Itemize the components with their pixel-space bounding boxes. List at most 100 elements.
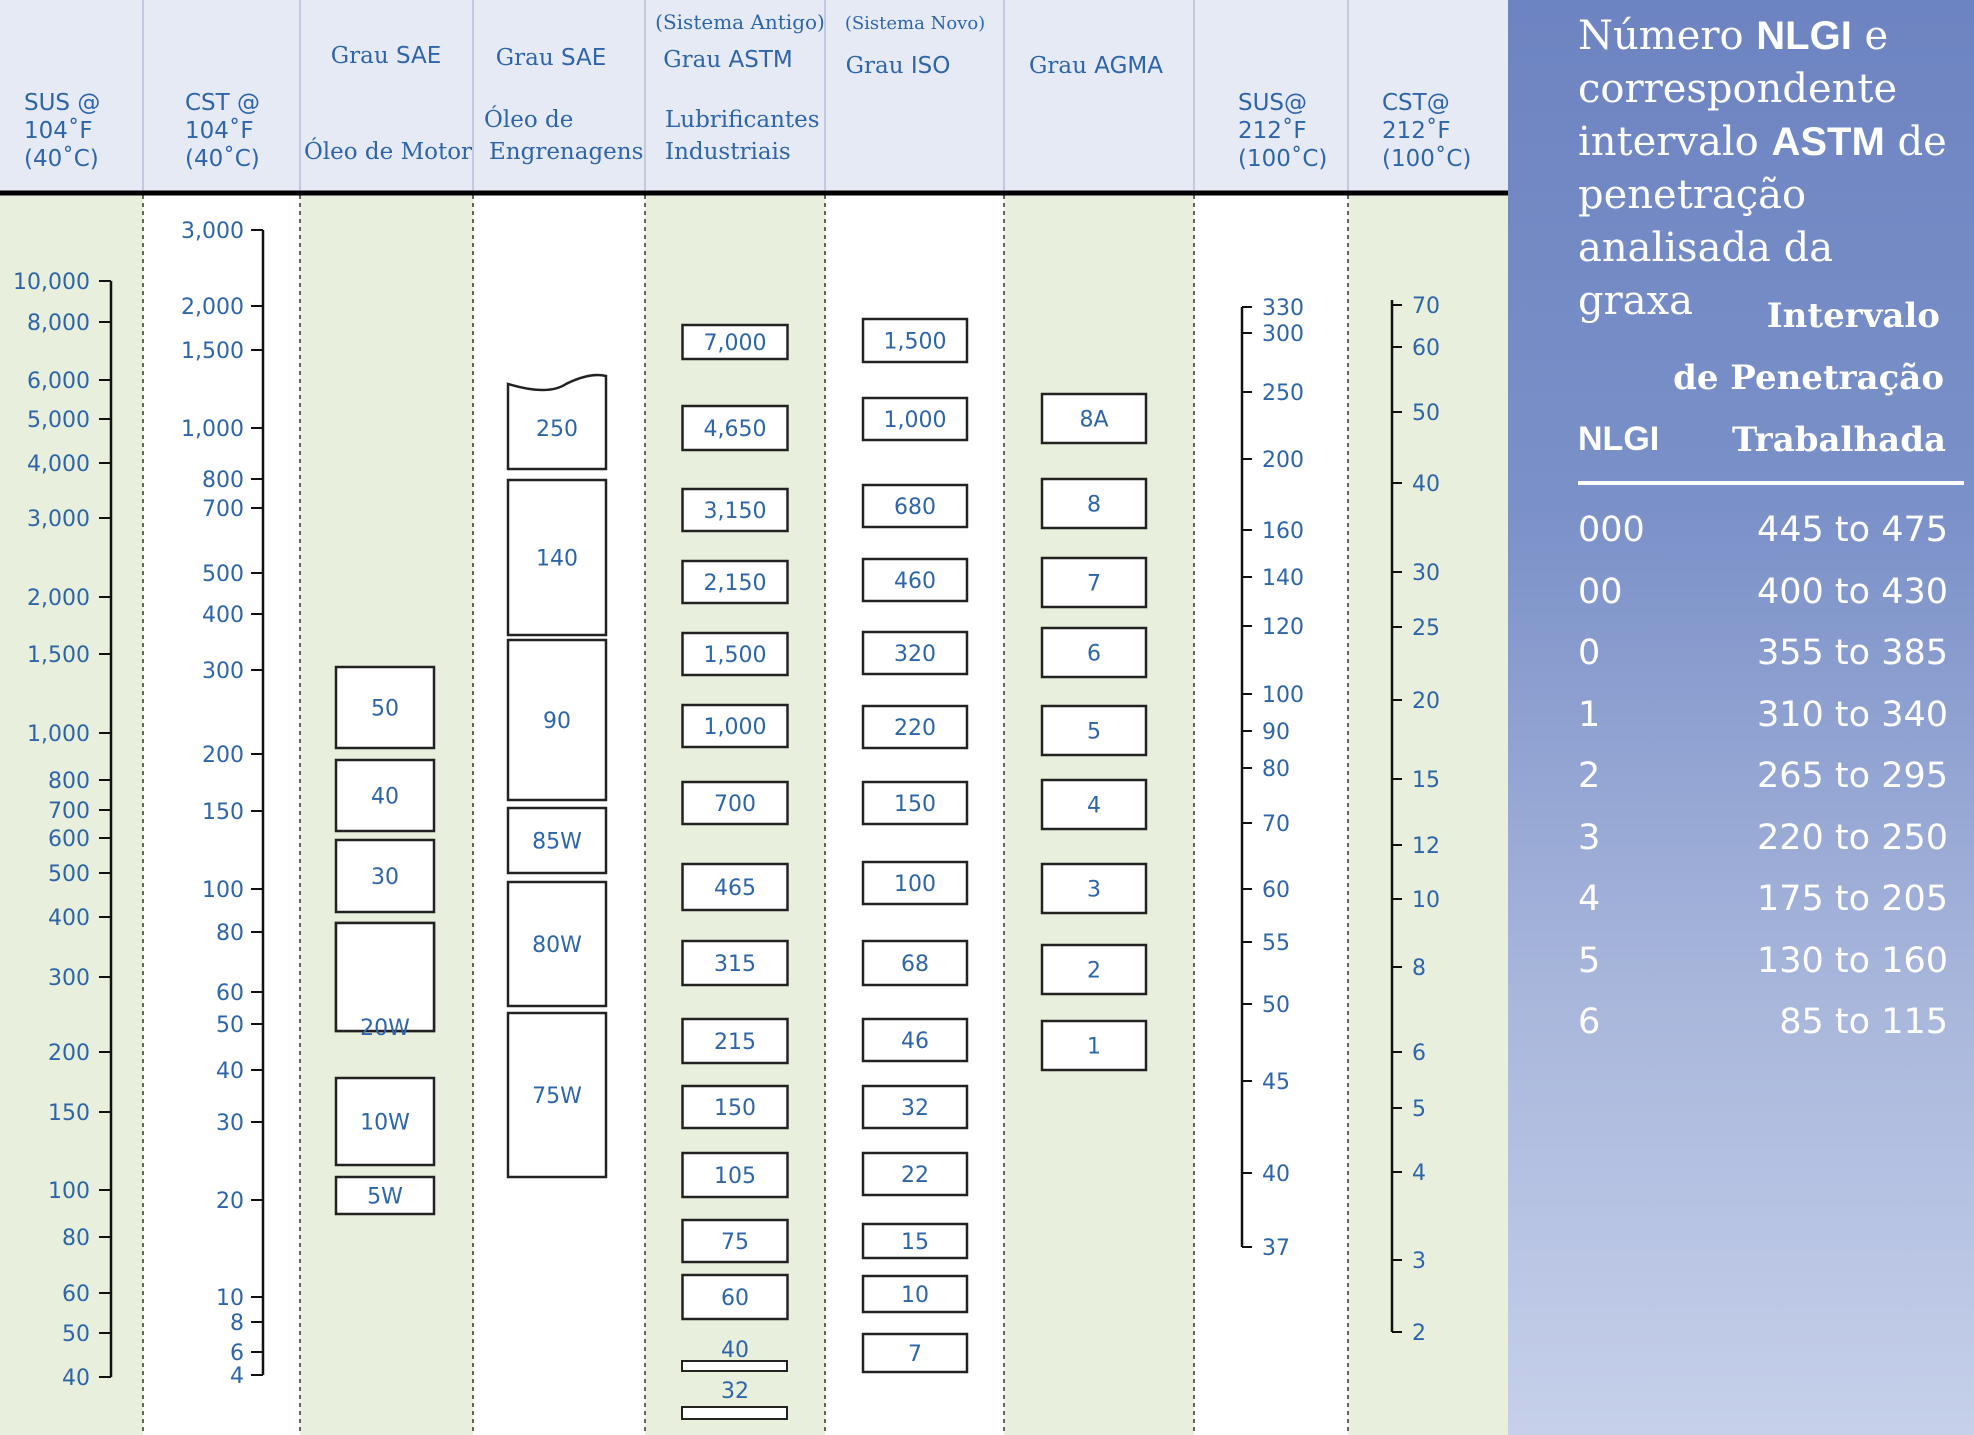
cst104-axis-tick-label: 300 bbox=[202, 659, 244, 684]
sae-gear-box bbox=[506, 880, 608, 1008]
sus212-axis-tick-label: 55 bbox=[1262, 931, 1290, 956]
iso-box-label: 1,000 bbox=[884, 408, 947, 433]
astm-box-label: 2,150 bbox=[704, 571, 767, 596]
iso-box bbox=[861, 317, 969, 364]
nlgi-grade: 00 bbox=[1578, 571, 1623, 612]
cst104-axis-tick-label: 8 bbox=[230, 1311, 244, 1336]
sus212-axis-tick-label: 100 bbox=[1262, 683, 1304, 708]
sus104-axis-tick-label: 3,000 bbox=[27, 507, 90, 532]
agma-box-label: 8 bbox=[1087, 493, 1101, 518]
sae-gear-box-label: 85W bbox=[532, 830, 582, 855]
agma-box bbox=[1040, 477, 1148, 530]
astm-box-label: 700 bbox=[714, 792, 756, 817]
iso-box bbox=[861, 396, 969, 442]
column-band bbox=[1348, 195, 1508, 1435]
sae-motor-box bbox=[334, 758, 436, 833]
sus104-axis-tick-label: 1,000 bbox=[27, 722, 90, 747]
iso-header: Grau ISO bbox=[846, 53, 951, 79]
iso-box bbox=[861, 1084, 969, 1130]
agma-box bbox=[1040, 778, 1148, 831]
cst212-axis-tick-label: 5 bbox=[1412, 1097, 1426, 1122]
agma-box bbox=[1040, 704, 1148, 757]
sus104-axis-tick-label: 600 bbox=[48, 827, 90, 852]
sae-motor-box bbox=[334, 1175, 436, 1216]
sae-gear-subheader: Óleo de bbox=[484, 106, 573, 133]
sae-motor-box bbox=[334, 665, 436, 750]
agma-box-label: 2 bbox=[1087, 959, 1101, 984]
astm-box-label: 315 bbox=[714, 952, 756, 977]
cst104-axis-tick-label: 50 bbox=[216, 1013, 244, 1038]
astm-box-label: 40 bbox=[721, 1338, 749, 1363]
cst104-axis-tick-label: 80 bbox=[216, 921, 244, 946]
sus212-axis-tick-label: 200 bbox=[1262, 448, 1304, 473]
agma-box bbox=[1040, 862, 1148, 915]
nlgi-penetration-range: 220 to 250 bbox=[1757, 817, 1948, 858]
iso-box-label: 68 bbox=[901, 952, 929, 977]
nlgi-grade: 1 bbox=[1578, 694, 1601, 735]
sus104-axis-tick-label: 300 bbox=[48, 966, 90, 991]
sus212-axis-tick-label: 140 bbox=[1262, 566, 1304, 591]
column-band bbox=[143, 195, 300, 1435]
sae-gear-box-label: 90 bbox=[543, 709, 571, 734]
nlgi-penetration-range: 445 to 475 bbox=[1757, 510, 1948, 550]
agma-box-label: 4 bbox=[1087, 794, 1101, 819]
iso-box bbox=[861, 1222, 969, 1260]
header-band bbox=[0, 0, 1508, 193]
astm-header: Grau ASTM bbox=[663, 47, 792, 73]
nlgi-title-part: Número bbox=[1578, 13, 1757, 59]
sus104-axis-tick-label: 80 bbox=[62, 1226, 90, 1251]
iso-box bbox=[861, 1151, 969, 1197]
nlgi-grade: 4 bbox=[1578, 879, 1601, 919]
sae-motor-box-label: 5W bbox=[367, 1185, 403, 1210]
iso-box bbox=[861, 630, 969, 676]
iso-box-label: 150 bbox=[894, 792, 936, 817]
column-band bbox=[1194, 195, 1348, 1435]
sae-motor-box-label: 50 bbox=[371, 697, 399, 722]
column-header-line: (100˚C) bbox=[1382, 145, 1471, 172]
nlgi-title-part: ASTM bbox=[1771, 120, 1885, 164]
chart-svg: SUS @104˚F(40˚C)CST @104˚F(40˚C)SUS@212˚… bbox=[0, 0, 1508, 1435]
sae-motor-box-label: 30 bbox=[371, 865, 399, 890]
column-header-line: (40˚C) bbox=[185, 145, 260, 172]
iso-box-label: 22 bbox=[901, 1163, 929, 1188]
nlgi-header-penetration: de Penetração bbox=[1673, 358, 1944, 398]
sae-motor-box-label: 40 bbox=[371, 785, 399, 810]
astm-box bbox=[681, 404, 789, 452]
sae-gear-box bbox=[506, 373, 608, 471]
astm-box bbox=[681, 780, 789, 826]
iso-box-label: 7 bbox=[908, 1342, 922, 1367]
sae-motor-box-label: 20W bbox=[360, 1016, 410, 1041]
astm-box bbox=[681, 323, 789, 361]
cst212-axis-tick-label: 40 bbox=[1412, 472, 1440, 497]
iso-box bbox=[861, 704, 969, 750]
sus212-axis-tick-label: 50 bbox=[1262, 993, 1290, 1018]
column-header-line: SUS @ bbox=[24, 90, 100, 116]
agma-box-label: 7 bbox=[1087, 572, 1101, 597]
astm-box bbox=[681, 559, 789, 605]
astm-box-label: 465 bbox=[714, 876, 756, 901]
astm-box bbox=[681, 1084, 789, 1130]
astm-box-label: 105 bbox=[714, 1164, 756, 1189]
sus104-axis-tick-label: 50 bbox=[62, 1322, 90, 1347]
iso-box bbox=[861, 1274, 969, 1314]
sae-motor-box bbox=[334, 838, 436, 914]
iso-box bbox=[861, 860, 969, 906]
cst104-axis-tick-label: 40 bbox=[216, 1059, 244, 1084]
column-header-line: CST @ bbox=[185, 90, 260, 116]
sus212-axis-tick-label: 120 bbox=[1262, 615, 1304, 640]
agma-box-label: 6 bbox=[1087, 642, 1101, 667]
iso-box bbox=[861, 1332, 969, 1374]
column-header-line: 212˚F bbox=[1382, 117, 1451, 144]
astm-box-label: 1,000 bbox=[704, 715, 767, 740]
sus212-axis-tick-label: 70 bbox=[1262, 812, 1290, 837]
sae-gear-box bbox=[506, 478, 608, 637]
sae-motor-box-label: 10W bbox=[360, 1111, 410, 1136]
cst104-axis-tick-label: 30 bbox=[216, 1111, 244, 1136]
nlgi-penetration-range: 85 to 115 bbox=[1779, 1002, 1948, 1042]
cst212-axis-tick-label: 60 bbox=[1412, 336, 1440, 361]
cst104-axis-tick-label: 2,000 bbox=[181, 295, 244, 320]
iso-box bbox=[861, 483, 969, 529]
sae-gear-subheader: Engrenagens bbox=[489, 139, 643, 165]
cst104-axis-tick-label: 6 bbox=[230, 1341, 244, 1366]
